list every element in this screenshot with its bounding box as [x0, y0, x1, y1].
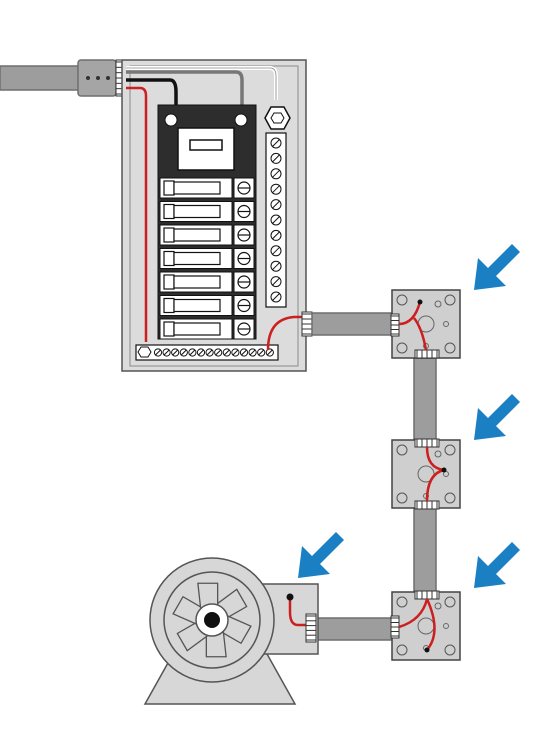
box-bushing: [390, 313, 440, 359]
arrow-down-left-icon: [474, 244, 520, 290]
conduit-box3-to-motor: [315, 617, 395, 641]
motor-bushing: [305, 613, 317, 643]
service-conduit: [0, 59, 127, 97]
branch-breaker: [159, 271, 255, 293]
branch-breaker: [159, 201, 255, 222]
arrow-down-left-icon: [474, 394, 520, 440]
ground-lug: [264, 106, 291, 130]
wire-gray: [126, 70, 244, 108]
junction-boxes: [390, 289, 461, 661]
conduit-panel-to-box1: [311, 312, 395, 336]
junction-box-2: [391, 438, 461, 510]
branch-breakers: [159, 177, 255, 340]
wire-red-motor: [288, 598, 306, 627]
panel-bushing: [301, 311, 313, 337]
branch-breaker: [159, 248, 255, 269]
junction-box-1: [390, 289, 461, 359]
indicator-arrows: [298, 244, 520, 588]
branch-breaker: [159, 295, 255, 316]
conduit-box2-to-box3: [413, 507, 437, 593]
junction-box-3: [390, 590, 461, 661]
wire-black: [126, 78, 178, 108]
arrow-junction-box-2: [474, 394, 520, 440]
wire-red-panel: [126, 86, 148, 342]
wire-red-branch: [266, 315, 312, 351]
branch-breaker: [159, 318, 255, 340]
ground-bar-screws: [270, 137, 282, 303]
main-breaker-handle: [189, 139, 223, 151]
conduit-box1-to-box2: [413, 357, 437, 441]
electrical-panel: [121, 59, 313, 372]
arrow-junction-box-1: [474, 244, 520, 290]
motor: [143, 557, 319, 705]
branch-breaker: [159, 177, 255, 199]
arrow-down-left-icon: [474, 542, 520, 588]
arrow-motor-box: [298, 532, 344, 578]
arrow-down-left-icon: [298, 532, 344, 578]
neutral-bar-screws: [153, 348, 274, 357]
motor-terminal: [286, 593, 294, 601]
arrow-junction-box-3: [474, 542, 520, 588]
branch-breaker: [159, 224, 255, 246]
